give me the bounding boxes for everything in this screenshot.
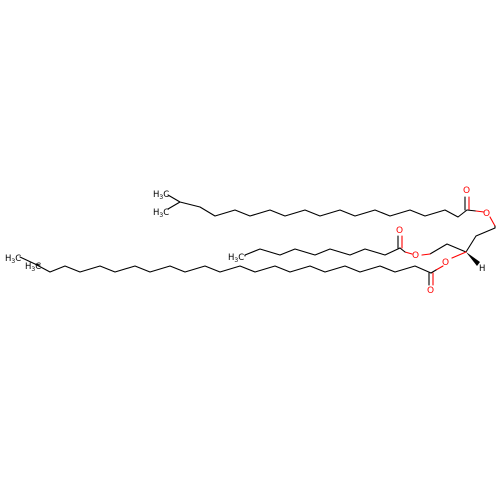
oxygen-label-ester-lower: O: [442, 258, 449, 268]
middle-ester-bond-o: [404, 251, 413, 255]
lower-acyl-chain-bonds: [19, 256, 432, 274]
oxygen-label-carbonyl-upper: O: [463, 186, 470, 196]
oxygen-label-carbonyl-middle: O: [396, 226, 403, 236]
middle-acyl-chain-bonds: [244, 247, 401, 257]
lower-ester-bond-c: [430, 269, 437, 274]
oxygen-label-ester-middle: O: [412, 251, 419, 261]
methyl-label-upper-b: H3C: [153, 208, 169, 219]
methyl-label-lower-a: H3C: [5, 254, 21, 265]
methyl-label-lower-b: H3C: [25, 262, 41, 273]
methyl-label-upper-a: H3C: [153, 190, 169, 201]
stereo-wedge-bond: [466, 252, 480, 266]
middle-ester-bond-c: [399, 247, 406, 253]
glycerol-backbone-bonds: [429, 227, 496, 255]
methyl-label-middle: H3C: [228, 253, 244, 264]
oxygen-label-ester-upper: O: [483, 209, 490, 219]
lower-ester-bond-o: [435, 265, 444, 271]
upper-ester-bond-o: [475, 210, 485, 213]
middle-ester-o-ch2: [421, 253, 431, 256]
lower-ester-o-ch: [451, 251, 467, 259]
upper-ester-bond-c: [466, 209, 477, 212]
oxygen-label-carbonyl-lower: O: [427, 286, 434, 296]
upper-ester-o-ch2: [489, 216, 496, 227]
upper-acyl-chain-bonds: [167, 194, 468, 218]
hydrogen-label-stereo: H: [479, 264, 485, 274]
